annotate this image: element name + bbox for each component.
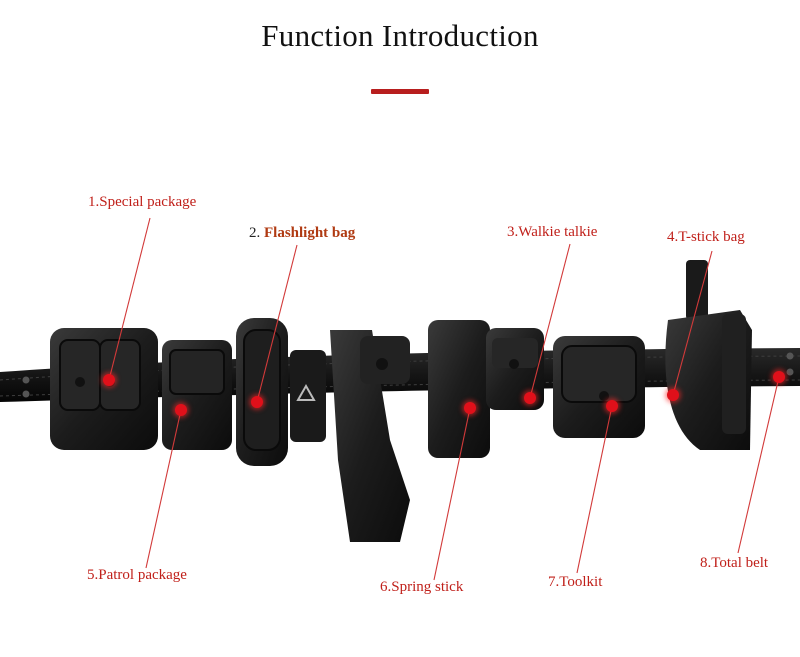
- callout-number: 4.: [667, 229, 679, 245]
- callout-special-package: 1.Special package: [88, 194, 196, 211]
- callout-spring-stick: 6.Spring stick: [380, 579, 463, 596]
- leader-line-2: [256, 244, 298, 403]
- hotspot-dot-toolkit: [606, 400, 618, 412]
- callout-patrol-package: 5.Patrol package: [87, 567, 187, 584]
- hotspot-dot-patrol-package: [175, 404, 187, 416]
- hotspot-dot-special-package: [103, 374, 115, 386]
- callout-total-belt: 8.Total belt: [700, 555, 768, 572]
- callout-flashlight-bag: 2. Flashlight bag: [249, 225, 355, 242]
- callout-text: T-stick bag: [678, 229, 745, 245]
- callout-text: Flashlight bag: [264, 225, 356, 241]
- callout-number: 6.: [380, 579, 392, 595]
- hotspot-dot-flashlight-bag: [251, 396, 263, 408]
- leader-line-3: [529, 243, 571, 399]
- hotspot-dot-spring-stick: [464, 402, 476, 414]
- toolkit-pouch: [553, 336, 645, 438]
- callout-number: 1.: [88, 194, 100, 210]
- leader-line-6: [433, 407, 471, 581]
- callout-text: Total belt: [711, 555, 769, 571]
- callout-number: 3.: [507, 224, 519, 240]
- leader-line-7: [576, 405, 613, 574]
- callout-t-stick-bag: 4.T-stick bag: [667, 229, 745, 246]
- spring-stick-holder: [330, 330, 410, 542]
- leader-line-8: [737, 376, 780, 554]
- callout-number: 7.: [548, 574, 560, 590]
- callout-text: Toolkit: [559, 574, 603, 590]
- special-package-pouch: [50, 328, 158, 450]
- hotspot-dot-total-belt: [773, 371, 785, 383]
- patrol-package-pouch: [162, 340, 232, 450]
- callout-text: Spring stick: [391, 579, 464, 595]
- flashlight-bag-pouch: [236, 318, 326, 466]
- leader-line-5: [145, 409, 182, 569]
- callout-number: 5.: [87, 567, 99, 583]
- hotspot-dot-t-stick-bag: [667, 389, 679, 401]
- callout-text: Walkie talkie: [518, 224, 598, 240]
- callout-text: Patrol package: [98, 567, 187, 583]
- callout-toolkit: 7.Toolkit: [548, 574, 602, 591]
- leader-line-1: [108, 217, 151, 381]
- page-title: Function Introduction: [261, 18, 539, 53]
- callout-walkie-talkie: 3.Walkie talkie: [507, 224, 597, 241]
- title-accent-rule: [371, 89, 429, 94]
- walkie-talkie-pouch: [428, 320, 544, 458]
- callout-number: 8.: [700, 555, 712, 571]
- hotspot-dot-walkie-talkie: [524, 392, 536, 404]
- callout-text: Special package: [99, 194, 197, 210]
- callout-number: 2.: [249, 225, 264, 241]
- leader-line-4: [672, 250, 713, 396]
